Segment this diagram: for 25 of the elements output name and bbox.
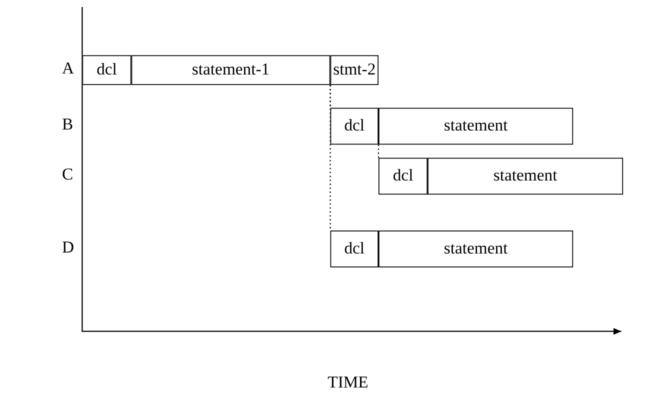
task-bar — [330, 55, 379, 86]
bar-label: statement — [444, 239, 508, 259]
row-label: C — [62, 166, 74, 185]
task-bar — [330, 230, 379, 268]
row-label: D — [62, 238, 74, 258]
task-bar — [378, 230, 574, 268]
axis-title: TIME — [328, 373, 368, 393]
bar-label: statement — [444, 116, 508, 136]
bar-label: statement — [494, 166, 558, 186]
bar-label: dcl — [96, 60, 118, 80]
task-bar — [428, 158, 624, 195]
row-label: A — [62, 60, 74, 79]
task-bar — [131, 55, 330, 86]
bar-label: dcl — [393, 166, 414, 186]
task-bar — [378, 158, 428, 195]
task-bar — [378, 108, 574, 145]
bar-label: dcl — [344, 239, 365, 259]
dotted-line — [330, 85, 331, 231]
task-bar — [330, 108, 379, 145]
dotted-line — [378, 144, 380, 158]
bar-label: stmt-2 — [333, 60, 376, 80]
bar-label: statement-1 — [192, 60, 270, 80]
task-bar — [82, 55, 132, 86]
row-label: B — [62, 116, 74, 135]
bar-label: dcl — [344, 116, 365, 136]
